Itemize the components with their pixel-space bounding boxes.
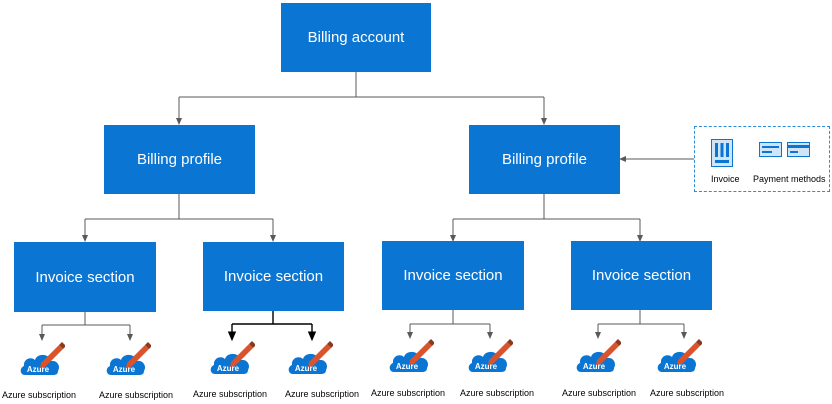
azure-cloud-pencil-icon: Azure [210,341,255,374]
subscription-label: Azure subscription [562,388,637,398]
billing-profile-label: Billing profile [501,151,588,168]
azure-cloud-pencil-icon: Azure [657,339,702,372]
azure-cloud-pencil-icon: Azure [288,341,333,374]
azure-cloud-pencil-icon: Azure [468,339,513,372]
azure-cloud-pencil-icon: Azure [106,342,151,375]
billing-profile-box-1: Billing profile [104,125,255,194]
profile-2-connector [453,194,640,220]
invoice-section-box-2: Invoice section [203,242,344,311]
subscription-label: Azure subscription [371,388,446,398]
credit-card-icon [759,142,810,157]
invoice-section-label: Invoice section [223,268,324,285]
invoice-section-label: Invoice section [591,267,692,284]
azure-cloud-pencil-icon: Azure [576,339,621,372]
legend-invoice-label: Invoice [711,174,740,184]
invoice-section-label: Invoice section [403,267,503,284]
subscription-label: Azure subscription [99,390,174,400]
svg-text:Azure: Azure [113,365,136,374]
svg-text:Azure: Azure [217,364,240,373]
subscription-label: Azure subscription [193,389,268,399]
svg-text:Azure: Azure [295,364,318,373]
section-2-connector [232,311,312,325]
account-connector [179,72,544,98]
svg-text:Azure: Azure [27,365,50,374]
invoice-section-box-3: Invoice section [382,241,524,310]
invoice-section-box-1: Invoice section [14,242,156,312]
section-4-connector [598,310,684,325]
billing-account-label: Billing account [307,29,405,46]
section-3-connector [410,310,490,325]
svg-text:Azure: Azure [475,362,498,371]
invoice-section-label: Invoice section [35,268,135,286]
profile-1-connector [85,194,273,220]
svg-text:Azure: Azure [396,362,419,371]
azure-cloud-pencil-icon: Azure [389,339,434,372]
billing-account-box: Billing account [281,3,431,72]
billing-profile-label: Billing profile [136,151,223,168]
azure-cloud-pencil-icon: Azure [20,342,65,375]
subscription-label: Azure subscription [285,389,360,399]
billing-profile-box-2: Billing profile [469,125,620,194]
svg-text:Azure: Azure [583,362,606,371]
legend-payment-methods-label: Payment methods [753,174,826,184]
subscription-label: Azure subscription [650,388,725,398]
svg-text:Azure: Azure [664,362,687,371]
invoice-section-box-4: Invoice section [571,241,712,310]
invoice-icon [711,139,733,167]
section-1-connector [42,312,130,326]
subscription-label: Azure subscription [2,390,77,400]
subscription-label: Azure subscription [460,388,535,398]
legend-box: Invoice Payment methods [694,126,830,192]
